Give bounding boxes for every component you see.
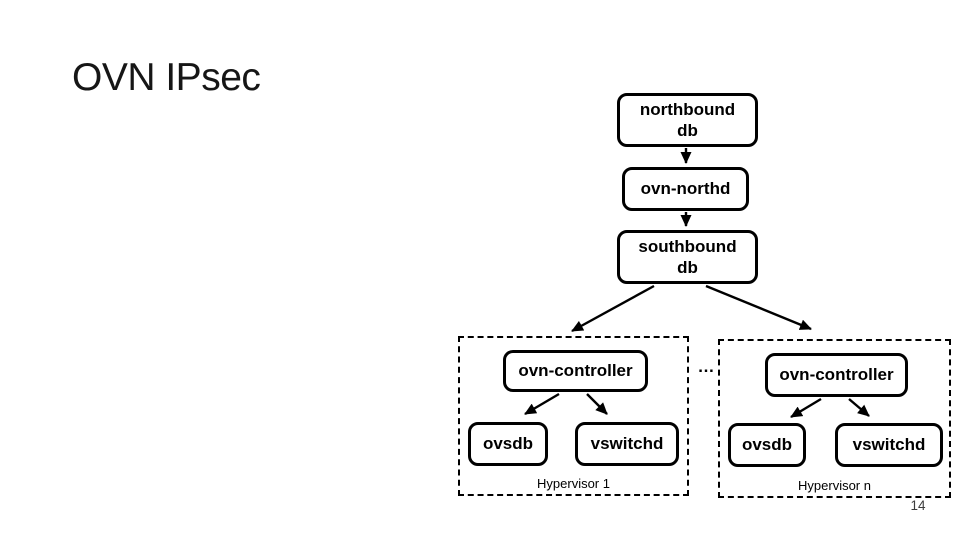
hypervisor-n-label: Hypervisor n (798, 478, 871, 493)
node-northbound-db-line2: db (677, 121, 698, 140)
node-hv1-ovsdb: ovsdb (468, 422, 548, 466)
group-hypervisor-n: ovn-controller ovsdb vswitchd Hypervisor… (718, 339, 951, 498)
node-southbound-db: southbound db (617, 230, 758, 284)
slide-title: OVN IPsec (72, 56, 261, 99)
node-hvn-vswitchd: vswitchd (835, 423, 943, 467)
arrow-southbound-to-hypervisor-1 (571, 284, 655, 333)
hypervisor-1-label: Hypervisor 1 (537, 476, 610, 491)
node-ovn-northd-label: ovn-northd (640, 179, 731, 199)
node-hvn-vswitchd-label: vswitchd (852, 435, 926, 455)
group-hypervisor-1: ovn-controller ovsdb vswitchd Hypervisor… (458, 336, 689, 496)
arrow-southbound-to-hypervisor-n (705, 284, 812, 331)
node-hvn-ovn-controller: ovn-controller (765, 353, 908, 397)
node-northbound-db-line1: northbound (639, 99, 736, 119)
node-ovn-northd: ovn-northd (622, 167, 749, 211)
node-hv1-vswitchd-label: vswitchd (590, 434, 664, 454)
node-southbound-db-line1: southbound (638, 236, 737, 256)
node-hv1-vswitchd: vswitchd (575, 422, 679, 466)
node-hv1-ovn-controller: ovn-controller (503, 350, 648, 392)
node-hvn-ovn-controller-label: ovn-controller (779, 365, 894, 385)
node-hvn-ovsdb: ovsdb (728, 423, 806, 467)
node-hv1-ovsdb-label: ovsdb (482, 434, 534, 454)
ellipsis: … (697, 357, 715, 376)
node-southbound-db-line2: db (677, 258, 698, 277)
node-northbound-db: northbound db (617, 93, 758, 147)
node-hvn-ovsdb-label: ovsdb (741, 435, 793, 455)
page-number: 14 (910, 498, 926, 513)
node-hv1-ovn-controller-label: ovn-controller (518, 361, 633, 381)
